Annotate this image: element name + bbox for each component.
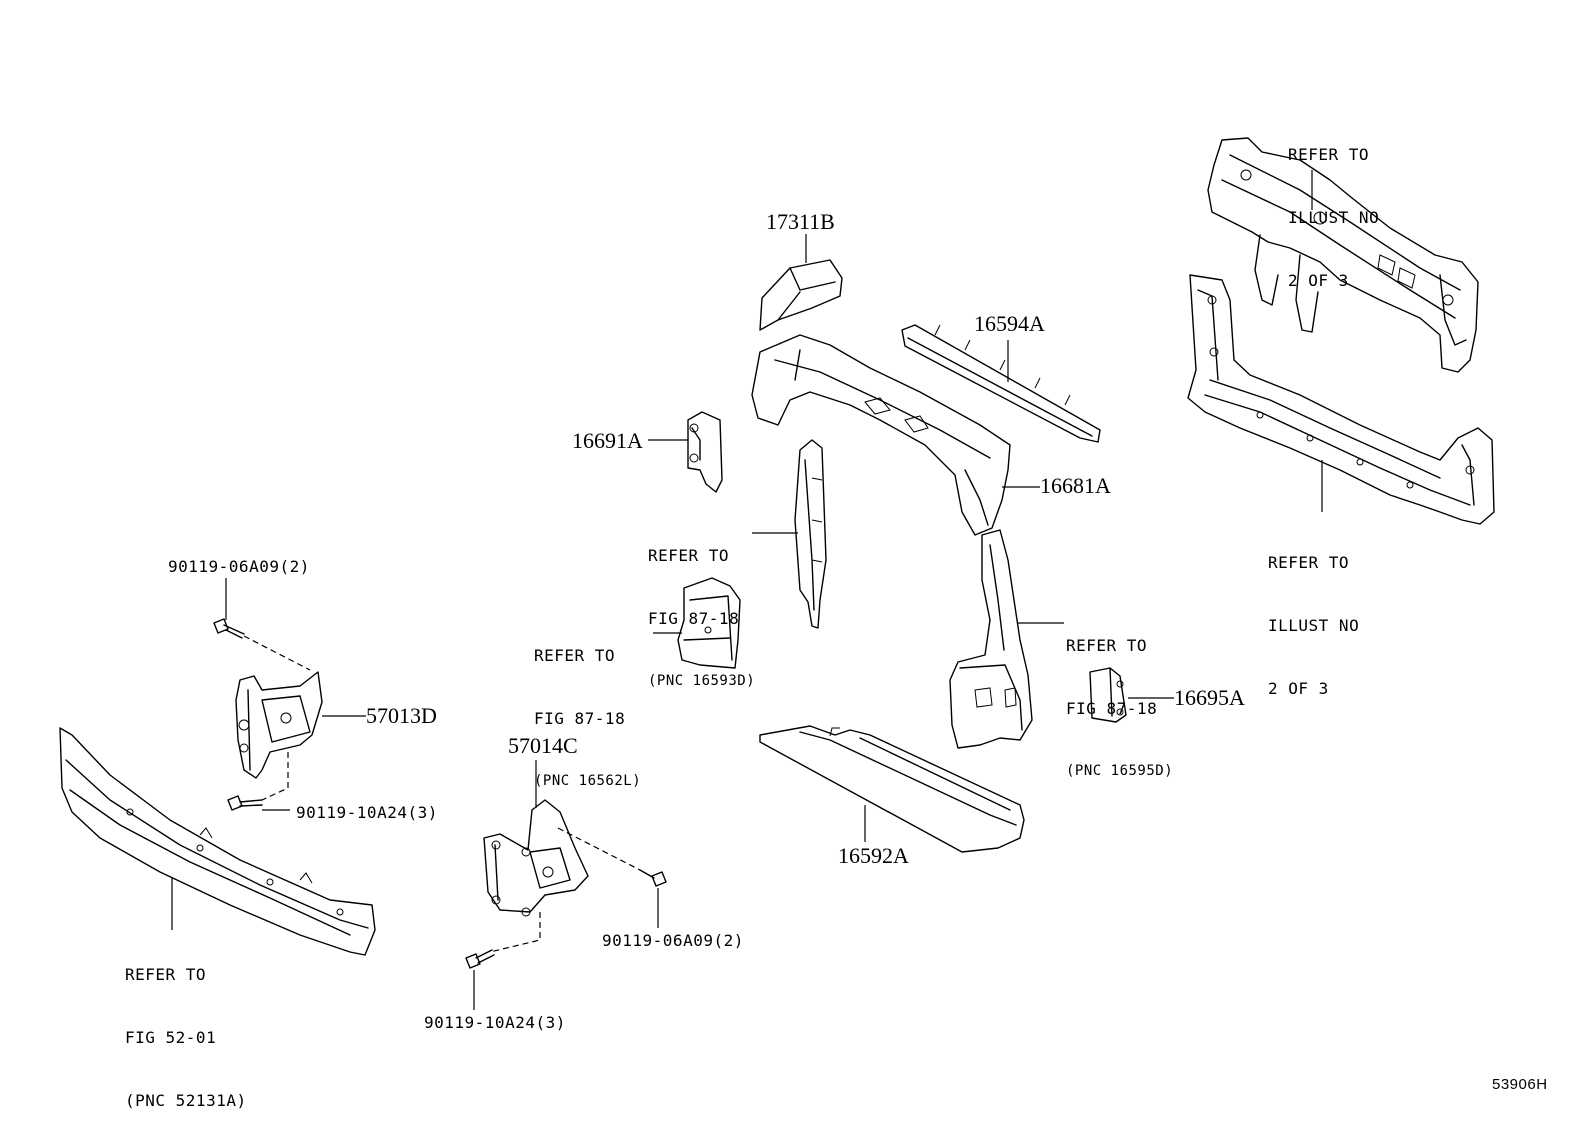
radiator-support-lower-illustration xyxy=(1187,274,1495,525)
part-label-16592A[interactable]: 16592A xyxy=(838,843,909,868)
ref-line: (PNC 16562L) xyxy=(534,773,642,789)
diagram-drawing xyxy=(59,137,1495,1010)
bumper-reinforcement-illustration xyxy=(59,727,376,956)
ref-fig-16593D[interactable]: REFER TO FIG 87-18 (PNC 16593D) xyxy=(648,503,755,713)
ref-line: REFER TO xyxy=(1288,145,1370,164)
radiator-support-upper-illustration xyxy=(1207,137,1479,373)
bolt-label-bottom[interactable]: 90119-10A24(3) xyxy=(424,1013,566,1032)
ref-line: ILLUST NO xyxy=(1268,616,1360,635)
ref-line: REFER TO xyxy=(648,546,730,565)
parts-diagram: 17311B 16594A 16691A 16681A 16695A 16592… xyxy=(59,102,1548,1110)
bolt-icon-bottom xyxy=(465,949,495,969)
cover-16592A-illustration xyxy=(759,725,1025,853)
bracket-57013D-illustration xyxy=(235,671,323,779)
ref-line: REFER TO xyxy=(534,646,616,665)
bracket-57014C-illustration xyxy=(483,799,589,917)
ref-line: 2 OF 3 xyxy=(1288,271,1349,290)
part-label-57014C[interactable]: 57014C xyxy=(508,733,578,758)
ref-line: REFER TO xyxy=(1066,636,1148,655)
ref-illust-top[interactable]: REFER TO ILLUST NO 2 OF 3 xyxy=(1288,102,1379,312)
ref-line: (PNC 52131A) xyxy=(125,1091,247,1110)
part-label-16695A[interactable]: 16695A xyxy=(1174,685,1245,710)
ref-fig-16562L[interactable]: REFER TO FIG 87-18 (PNC 16562L) xyxy=(534,603,641,813)
ref-line: REFER TO xyxy=(1268,553,1350,572)
ref-fig-16595D[interactable]: REFER TO FIG 87-18 (PNC 16595D) xyxy=(1066,593,1173,803)
part-label-16691A[interactable]: 16691A xyxy=(572,428,643,453)
air-duct-17311B-illustration xyxy=(759,259,843,331)
ref-line: (PNC 16593D) xyxy=(648,673,756,689)
bracket-16691A-illustration xyxy=(687,411,723,493)
bolt-label-lower-left[interactable]: 90119-10A24(3) xyxy=(296,803,438,822)
ref-illust-bottom[interactable]: REFER TO ILLUST NO 2 OF 3 xyxy=(1268,510,1359,720)
ref-line: FIG 87-18 xyxy=(648,609,740,628)
part-label-57013D[interactable]: 57013D xyxy=(366,703,437,728)
bracket-16695A-illustration xyxy=(1089,667,1127,723)
ref-line: FIG 52-01 xyxy=(125,1028,217,1047)
part-label-16594A[interactable]: 16594A xyxy=(974,311,1045,336)
diagram-id: 53906H xyxy=(1492,1076,1548,1093)
bolt-icon-lower-left xyxy=(227,795,263,811)
seal-16681A-illustration xyxy=(751,334,1011,536)
part-label-17311B[interactable]: 17311B xyxy=(766,209,835,234)
part-label-16681A[interactable]: 16681A xyxy=(1040,473,1111,498)
ref-line: REFER TO xyxy=(125,965,207,984)
ref-line: ILLUST NO xyxy=(1288,208,1380,227)
ref-line: 2 OF 3 xyxy=(1268,679,1329,698)
seal-16593D-illustration xyxy=(794,439,827,629)
bolt-label-upper-left[interactable]: 90119-06A09(2) xyxy=(168,557,310,576)
seal-16595D-illustration xyxy=(949,529,1033,749)
bolt-icon-right xyxy=(639,869,667,887)
bolt-label-right[interactable]: 90119-06A09(2) xyxy=(602,931,744,950)
ref-line: FIG 87-18 xyxy=(1066,699,1158,718)
bolt-icon-upper-left xyxy=(213,618,245,639)
ref-line: (PNC 16595D) xyxy=(1066,763,1174,779)
ref-fig-52131A[interactable]: REFER TO FIG 52-01 (PNC 52131A) xyxy=(125,922,247,1132)
ref-line: FIG 87-18 xyxy=(534,709,626,728)
seal-16594A-illustration xyxy=(901,324,1101,443)
